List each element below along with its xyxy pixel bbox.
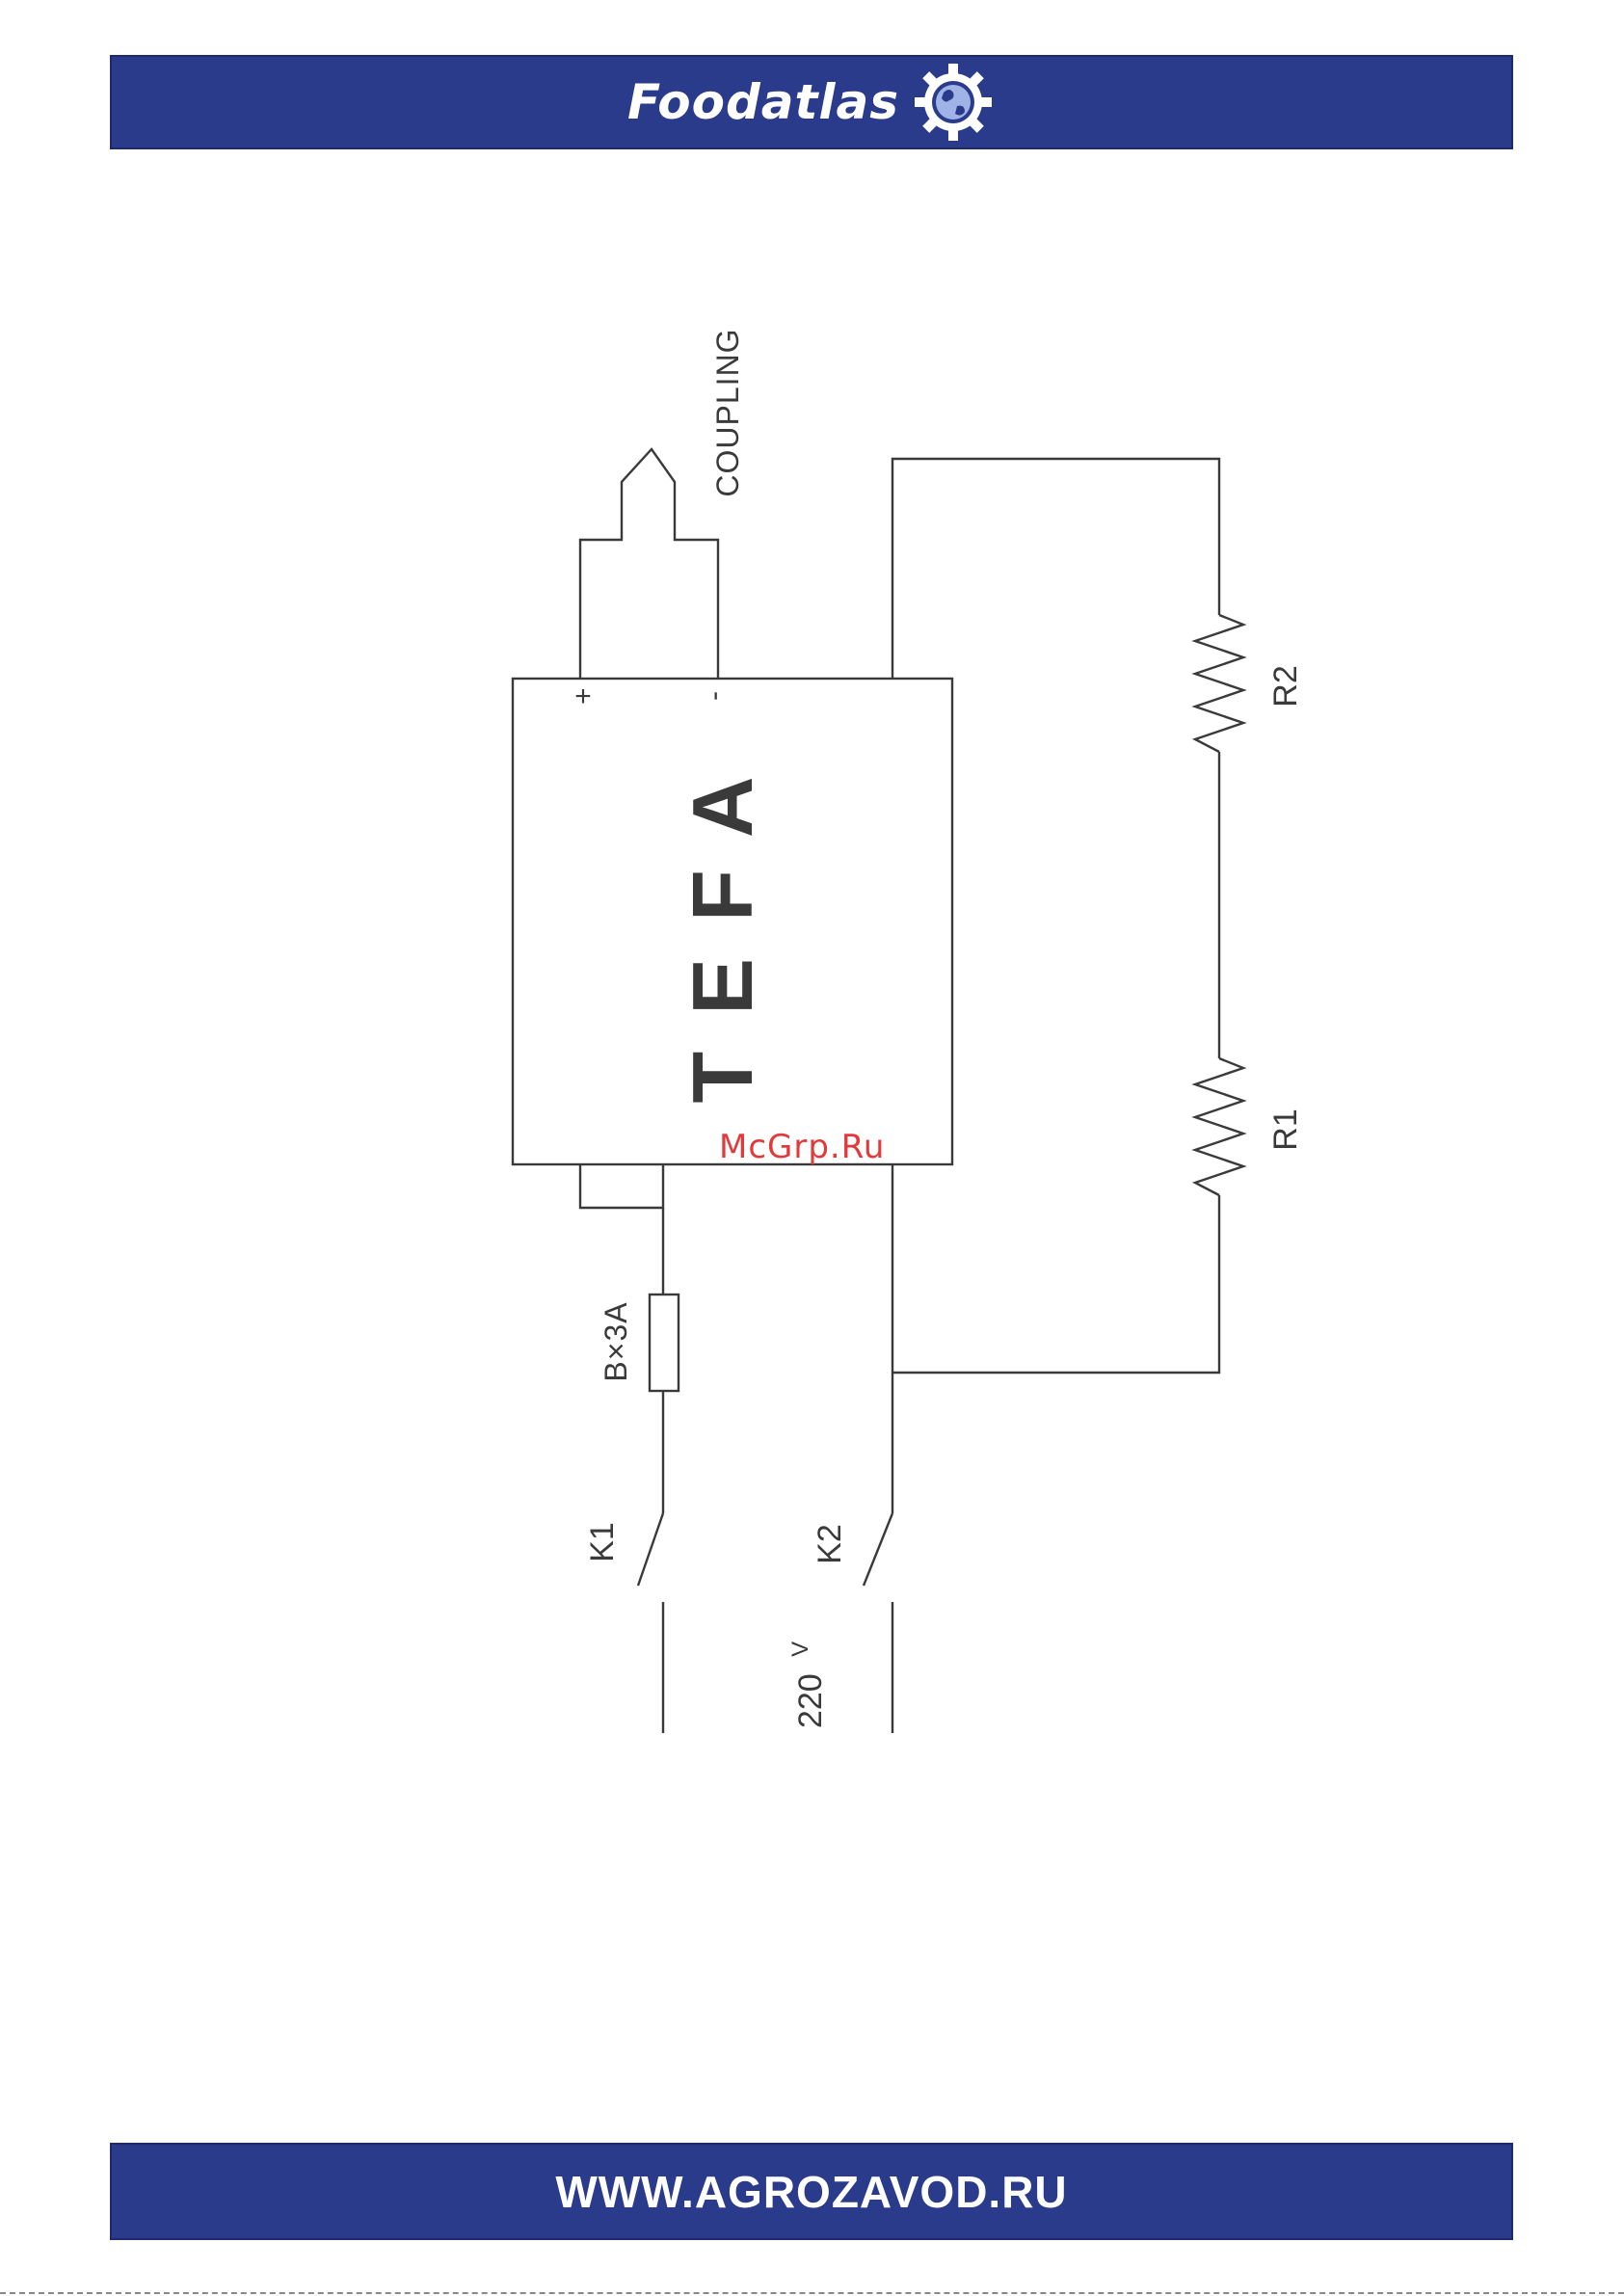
coupling-label: COUPLING (710, 328, 745, 496)
svg-text:R2: R2 (1267, 665, 1304, 707)
resistor-branch-wire (892, 459, 1219, 679)
footer-url[interactable]: WWW.AGROZAVOD.RU (555, 2166, 1067, 2218)
voltage-label: 220 V (787, 1642, 829, 1728)
switch-k1-label: K1 (584, 1522, 621, 1562)
fuse-label: B×3A (599, 1301, 633, 1381)
resistor-r2 (1195, 615, 1243, 752)
fuse (650, 1295, 679, 1391)
resistor-return-wire (892, 1195, 1219, 1373)
device-bottom-bracket (580, 1164, 663, 1208)
watermark: McGrp.Ru (719, 1128, 885, 1166)
resistor-r2-label: R2 (1267, 665, 1304, 707)
resistor-r1-label: R1 (1267, 1108, 1304, 1150)
resistor-r1 (1195, 1058, 1243, 1195)
switch-k2-label: K2 (812, 1524, 848, 1564)
coupling-probe (580, 449, 718, 679)
svg-text:R1: R1 (1267, 1108, 1304, 1150)
footer-banner: WWW.AGROZAVOD.RU (110, 2143, 1513, 2240)
bottom-divider (0, 2292, 1624, 2294)
svg-text:220 V: 220 V (787, 1642, 829, 1728)
plus-terminal-label: + (574, 681, 592, 712)
switch-k1 (638, 1513, 663, 1586)
tefa-label: TEFA (675, 740, 770, 1104)
switch-k2 (864, 1513, 892, 1586)
minus-terminal-label: - (702, 691, 733, 701)
footer-content: WWW.AGROZAVOD.RU (110, 2143, 1513, 2240)
